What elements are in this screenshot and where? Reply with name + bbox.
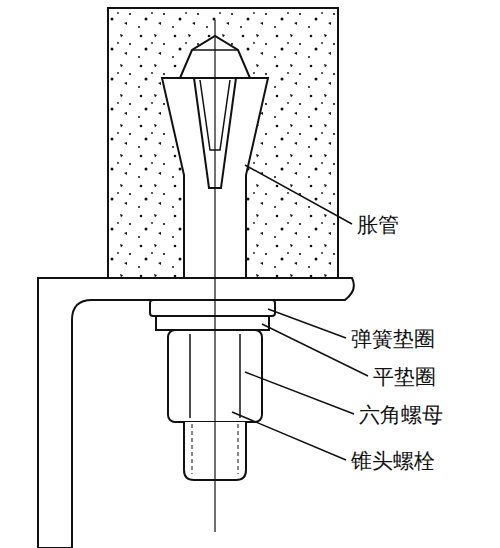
concrete-block: [108, 8, 338, 278]
part-label: 锥头螺栓: [349, 448, 437, 474]
leader-line: [268, 309, 346, 338]
thread-line: [192, 424, 193, 474]
part-label: 平垫圈: [371, 364, 438, 390]
angle-bracket: [38, 278, 354, 548]
center-line: [214, 20, 215, 532]
leader-lines: [232, 165, 368, 460]
spring-washer: [150, 300, 275, 316]
part-label: 六角螺母: [357, 402, 445, 428]
flat-washer: [156, 316, 269, 330]
thread-line: [238, 424, 239, 474]
part-label: 胀管: [355, 212, 401, 238]
leader-line: [245, 372, 354, 414]
leader-line: [245, 165, 352, 224]
nut-face-edge: [189, 334, 191, 418]
part-label: 弹簧垫圈: [349, 326, 437, 352]
leader-line: [232, 412, 346, 460]
nut-face-edge: [239, 334, 241, 418]
